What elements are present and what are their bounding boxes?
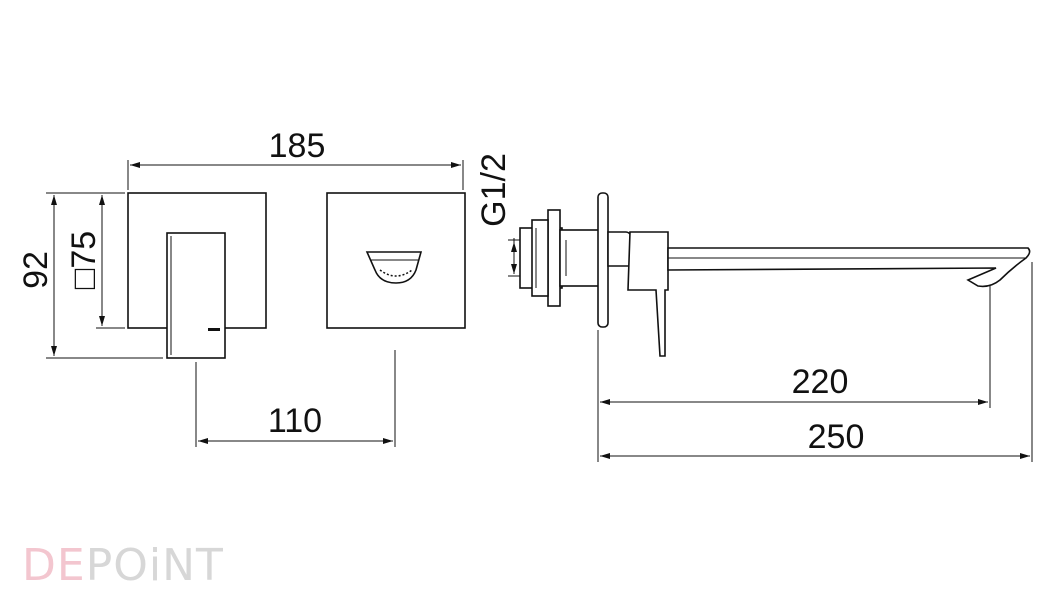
spout [667,247,1031,288]
dim-plate-size: □75 [65,195,125,329]
lever-handle [166,232,226,359]
dim-g12-label: G1/2 [475,153,513,227]
dim-110-label: 110 [268,402,322,440]
dim-250-label: 250 [808,418,865,456]
dim-220-label: 220 [792,363,849,401]
dim-thread: G1/2 [475,153,520,277]
depoint-logo: DEPOiNT [22,540,224,591]
dim-spout-projection: 220 [597,285,991,462]
wall-plate [597,192,609,328]
dim-185-label: 185 [269,127,326,165]
dim-total-projection: 250 [600,262,1033,462]
dim-height: 92 [17,192,163,359]
svg-text:DEPOiNT: DEPOiNT [22,540,224,591]
dim-92-label: 92 [17,251,55,289]
side-view: G1/2 220 250 [475,153,1033,462]
logo-part-point: POiNT [86,540,224,591]
side-lever [627,231,669,357]
dim-overall-width: 185 [127,127,464,190]
dim-center-distance: 110 [195,350,396,447]
logo-part-de: DE [22,540,86,591]
front-view: 185 92 □75 110 [17,127,466,447]
spout-outlet [365,251,423,284]
dim-75-label: □75 [65,231,103,289]
